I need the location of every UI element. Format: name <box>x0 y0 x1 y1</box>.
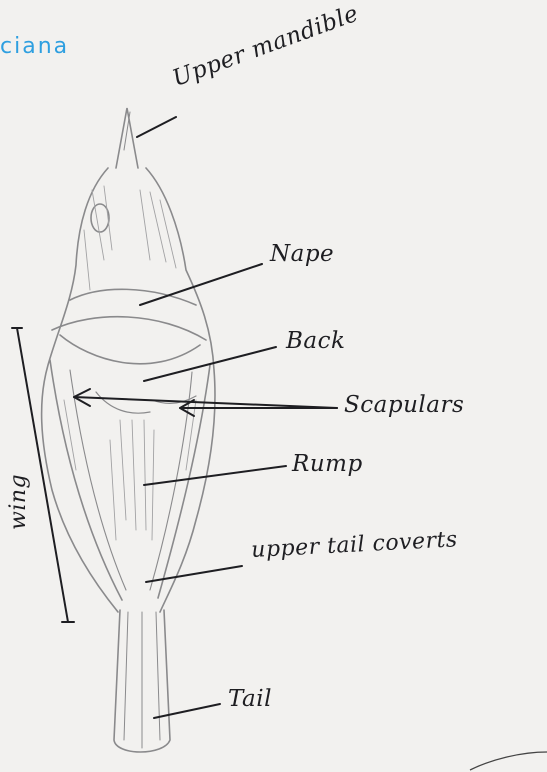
label-rump: Rump <box>292 451 363 477</box>
leader-upper-tail-coverts <box>146 566 242 582</box>
corner-doodle <box>470 752 547 770</box>
body-outline-left <box>42 168 118 612</box>
label-back: Back <box>286 328 345 354</box>
beak-outline <box>116 108 138 168</box>
species-name-fragment: ciana <box>0 34 69 59</box>
label-nape: Nape <box>270 241 334 267</box>
leader-upper-mandible <box>137 117 176 137</box>
label-wing: wing <box>6 474 31 530</box>
body-outline-right <box>146 168 215 612</box>
leader-rump <box>144 466 286 485</box>
leader-nape <box>140 264 262 305</box>
bird-sketch <box>42 108 215 752</box>
leader-tail <box>154 704 220 718</box>
leader-back <box>144 347 276 381</box>
eye-sketch <box>91 204 109 232</box>
label-tail: Tail <box>228 686 272 712</box>
left-wing-sketch <box>50 360 122 600</box>
label-scapulars: Scapulars <box>344 392 464 418</box>
